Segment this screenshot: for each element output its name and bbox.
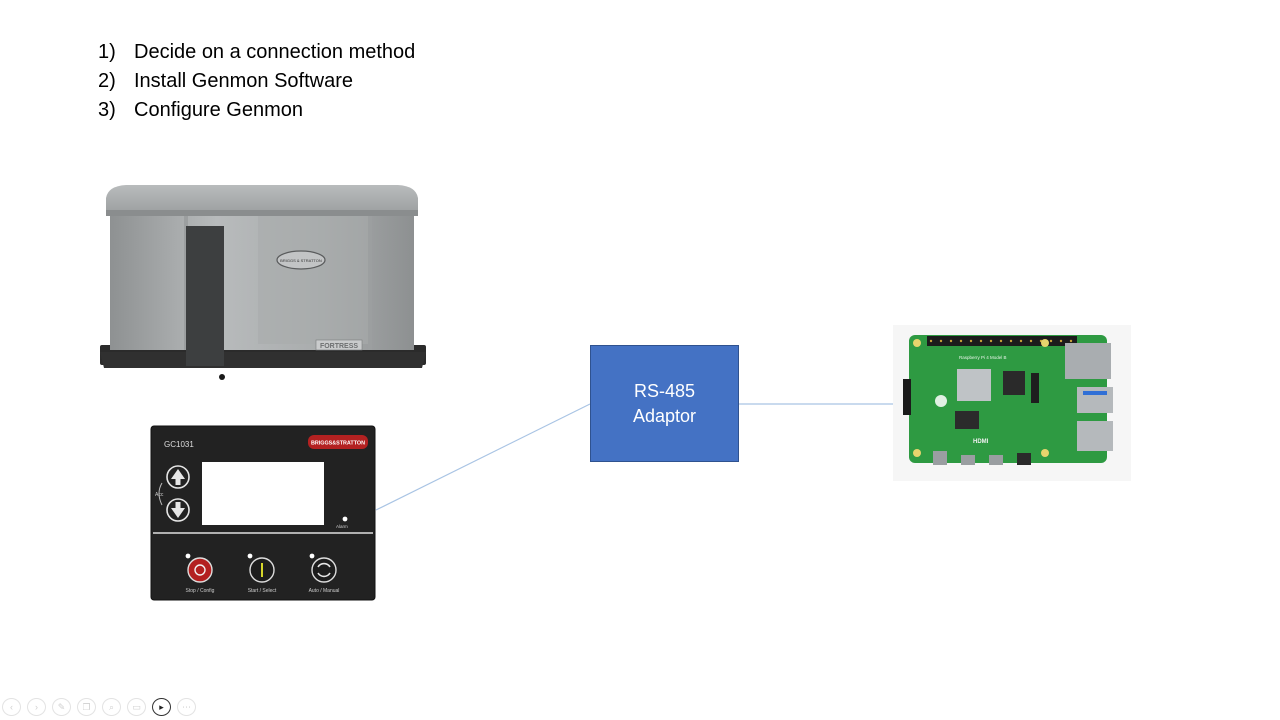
step-item: 1) Decide on a connection method — [98, 38, 415, 67]
generator-model-plate: FORTRESS — [320, 343, 358, 350]
subtitles-icon[interactable]: ▭ — [127, 698, 146, 716]
step-text: Decide on a connection method — [134, 41, 416, 63]
rs485-adaptor-box: RS-485 Adaptor — [590, 345, 739, 462]
step-text: Configure Genmon — [134, 99, 303, 121]
more-icon[interactable]: ⋯ — [177, 698, 196, 716]
step-item: 2) Install Genmon Software — [98, 67, 415, 96]
panel-brand-logo — [308, 435, 368, 449]
raspberry-logo-icon — [935, 395, 947, 407]
generator-badge-text: BRIGGS & STRATTON — [280, 258, 322, 263]
panel-model-text: GC1031 — [164, 440, 194, 449]
generator-image: BRIGGS & STRATTON FORTRESS — [100, 185, 426, 380]
step-number: 1) — [98, 41, 116, 63]
panel-lcd-display — [202, 462, 324, 525]
controller-panel-image: GC1031 BRIGGS&STRATTON Acc Alarm Stop / … — [150, 425, 376, 601]
board-hdmi-text: HDMI — [973, 439, 989, 445]
steps-list: 1) Decide on a connection method 2) Inst… — [98, 38, 415, 125]
adaptor-label-line2: Adaptor — [632, 405, 697, 426]
presentation-toolbar: ‹ › ✎ ❐ ⌕ ▭ ▸ ⋯ — [2, 698, 196, 716]
pages-icon[interactable]: ❐ — [77, 698, 96, 716]
stop-config-label: Stop / Config — [186, 588, 215, 594]
zoom-icon[interactable]: ⌕ — [102, 698, 121, 716]
step-text: Install Genmon Software — [134, 70, 353, 92]
step-item: 3) Configure Genmon — [98, 96, 415, 125]
board-silkscreen-text: Raspberry Pi 4 Model B — [959, 355, 1007, 360]
adaptor-label-line1: RS-485 — [633, 380, 696, 401]
prev-arrow-icon[interactable]: ‹ — [2, 698, 21, 716]
camera-icon[interactable]: ▸ — [152, 698, 171, 716]
step-number: 3) — [98, 99, 116, 121]
panel-brand-text: BRIGGS&STRATTON — [311, 441, 365, 447]
panel-to-adaptor-line — [375, 403, 591, 511]
pen-icon[interactable]: ✎ — [52, 698, 71, 716]
start-select-label: Start / Select — [248, 588, 277, 594]
auto-manual-label: Auto / Manual — [309, 588, 340, 594]
panel-alarm-indicator — [342, 516, 348, 522]
panel-up-arrow-icon — [166, 465, 190, 489]
step-number: 2) — [98, 70, 116, 92]
panel-side-label: Acc — [155, 492, 164, 498]
panel-alarm-label: Alarm — [336, 524, 348, 529]
stop-config-button-icon — [187, 557, 213, 583]
raspberry-pi-image: Raspberry Pi 4 Model B HDMI — [893, 325, 1131, 481]
next-arrow-icon[interactable]: › — [27, 698, 46, 716]
auto-manual-button-icon — [311, 557, 337, 583]
panel-down-arrow-icon — [166, 498, 190, 522]
generator-badge — [276, 250, 326, 270]
